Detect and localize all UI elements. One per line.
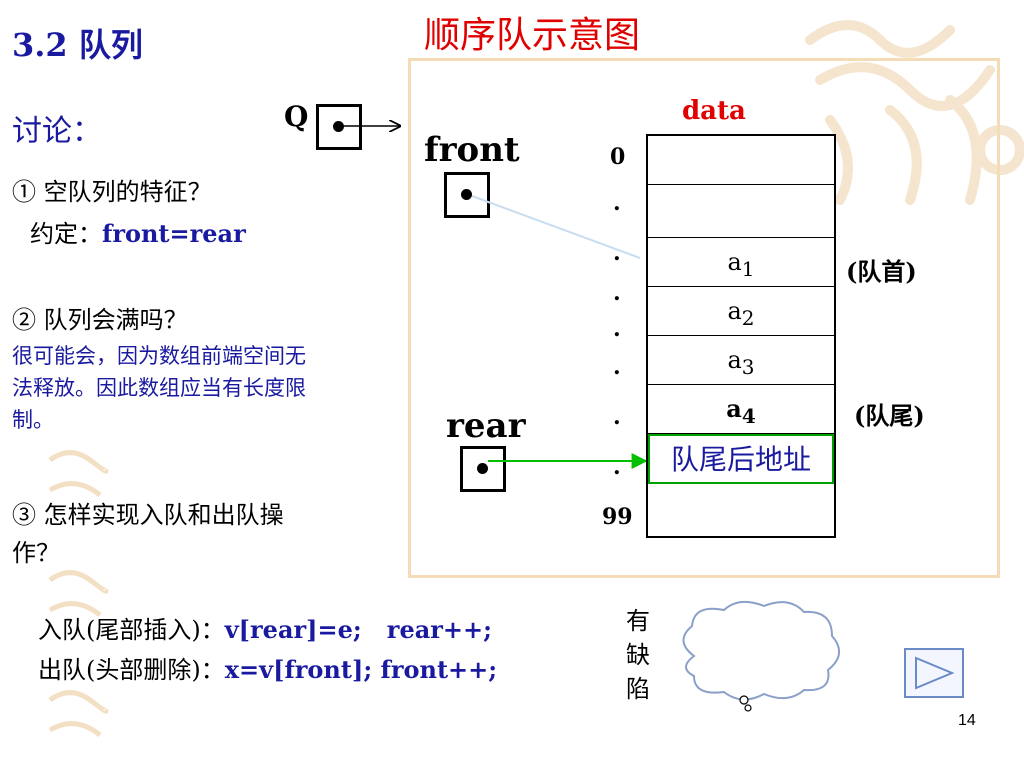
rear-pointer-box <box>460 446 506 492</box>
convention-prefix: 约定： <box>30 220 102 248</box>
q-label: Q <box>284 100 309 133</box>
index-top: 0 <box>610 144 626 170</box>
index-dot: . <box>613 404 621 430</box>
page-number: 14 <box>958 712 976 729</box>
index-dot: . <box>613 454 621 480</box>
index-dot: . <box>613 240 621 266</box>
next-slide-button[interactable] <box>904 648 964 698</box>
watermark-decoration <box>805 20 1024 205</box>
index-bottom: 99 <box>602 504 633 530</box>
question-3: ③ 怎样实现入队和出队操作？ <box>12 501 284 567</box>
discussion-heading: 讨论： <box>12 114 102 149</box>
watermark-decoration-small <box>48 690 109 737</box>
array-cell <box>648 136 834 185</box>
pointer-dot <box>477 463 488 474</box>
watermark-decoration-small <box>48 570 109 617</box>
dequeue-line: 出队(头部删除)：x=v[front]; front++; <box>38 650 497 685</box>
index-dot: . <box>613 190 621 216</box>
front-link-line <box>471 195 641 259</box>
array-cell <box>648 485 834 536</box>
diagram-title: 顺序队示意图 <box>424 15 641 56</box>
watermark-decoration-small <box>48 450 109 497</box>
tail-annotation: (队尾) <box>854 401 925 430</box>
array-cell-a1: a1 <box>648 238 834 287</box>
question-2: ② 队列会满吗？ <box>12 306 188 334</box>
slide-title: 3.2 队列 <box>12 26 143 64</box>
enqueue-code: v[rear]=e; rear++; <box>224 615 492 644</box>
head-annotation: (队首) <box>846 257 917 286</box>
convention: 约定：front=rear <box>30 214 246 249</box>
play-icon <box>915 656 955 690</box>
pointer-dot <box>461 189 472 200</box>
array-cell-a4: a4 <box>648 385 834 434</box>
question-1: ① 空队列的特征？ <box>12 178 212 206</box>
q-pointer-box <box>316 104 362 150</box>
rear-label: rear <box>446 406 526 446</box>
defect-note: 有缺陷 <box>626 607 650 703</box>
index-dot: . <box>613 354 621 380</box>
cloud-callout <box>682 600 840 712</box>
diagram-frame <box>408 58 1000 578</box>
cloud-text: 假溢出 <box>700 623 748 681</box>
index-dot: . <box>613 316 621 342</box>
array-cell-a3: a3 <box>648 336 834 385</box>
front-label: front <box>424 130 520 170</box>
question-2-answer: 很可能会，因为数组前端空间无法释放。因此数组应当有长度限制。 <box>12 344 306 432</box>
data-label: data <box>682 96 746 126</box>
front-pointer-box <box>444 172 490 218</box>
array-cell-a2: a2 <box>648 287 834 336</box>
enqueue-line: 入队(尾部插入)：v[rear]=e; rear++; <box>38 610 492 645</box>
enqueue-label: 入队(尾部插入)： <box>38 616 225 644</box>
dequeue-label: 出队(头部删除)： <box>38 656 225 684</box>
convention-value: front=rear <box>102 219 246 248</box>
index-dot: . <box>613 280 621 306</box>
queue-array: a1 a2 a3 a4 队尾后地址 <box>646 134 836 538</box>
dequeue-code: x=v[front]; front++; <box>224 655 498 684</box>
array-cell-tail-next: 队尾后地址 <box>648 434 834 484</box>
array-cell <box>648 185 834 238</box>
pointer-dot <box>333 121 344 132</box>
